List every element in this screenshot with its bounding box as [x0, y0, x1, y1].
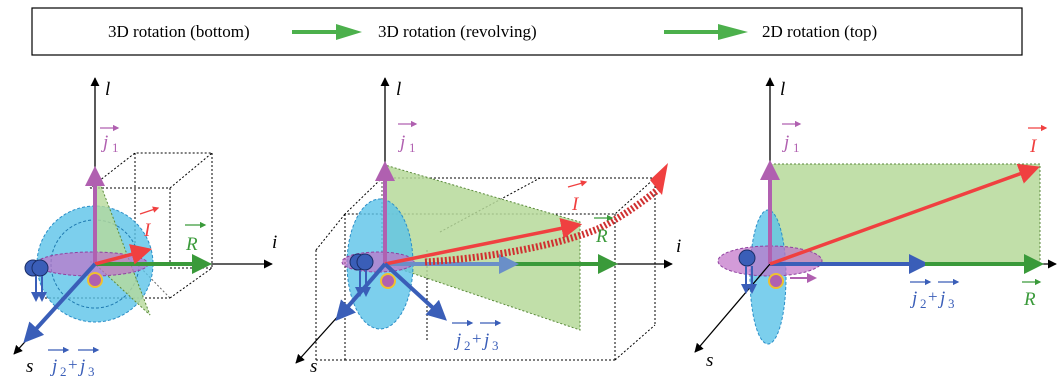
legend-arrow-2 — [664, 24, 748, 40]
panel-bottom: l i s j 1 I R j 2 + j 3 — [13, 77, 277, 379]
svg-text:j: j — [100, 132, 108, 153]
svg-text:1: 1 — [112, 140, 119, 155]
vector-j2-j3 — [383, 262, 447, 321]
spin-pair — [24, 259, 103, 302]
svg-text:j: j — [453, 330, 461, 351]
axis-i-label: i — [272, 232, 277, 253]
label-j2-j3: j 2 + j 3 — [909, 278, 960, 311]
svg-text:j: j — [909, 288, 917, 309]
svg-text:2: 2 — [920, 296, 927, 311]
axis-s-label: s — [26, 356, 33, 377]
label-R: R — [1022, 278, 1042, 310]
label-I: I — [139, 206, 160, 241]
svg-text:3: 3 — [492, 338, 499, 353]
label-R: R — [185, 221, 207, 255]
axis-i-label: i — [676, 236, 681, 257]
svg-text:j: j — [397, 132, 405, 153]
vector-I-revolving — [424, 185, 663, 266]
legend-arrow-1 — [292, 24, 362, 40]
svg-text:R: R — [185, 234, 198, 255]
svg-text:+: + — [68, 355, 78, 374]
vector-j2-j3 — [23, 262, 97, 343]
label-R: R — [594, 214, 614, 247]
panel-top: l s j 1 I R j 2 + j 3 — [694, 77, 1057, 371]
svg-text:R: R — [1023, 289, 1036, 310]
legend-stage2: 3D rotation (revolving) — [378, 22, 537, 41]
label-I: I — [567, 180, 588, 215]
svg-text:+: + — [928, 287, 938, 306]
label-j2-j3: j 2 + j 3 — [452, 319, 502, 353]
svg-text:I: I — [571, 194, 580, 215]
axis-s-label: s — [706, 350, 713, 371]
label-j1: j 1 — [397, 120, 418, 155]
svg-text:2: 2 — [464, 338, 471, 353]
vector-I — [94, 244, 153, 266]
svg-text:2: 2 — [60, 364, 67, 379]
axis-l-label: l — [780, 79, 785, 100]
svg-text:j: j — [49, 356, 57, 377]
axis-s-line — [694, 263, 771, 353]
spin-pair — [738, 249, 817, 294]
legend-frame — [31, 7, 1023, 56]
svg-text:1: 1 — [793, 140, 800, 155]
axis-l-label: l — [396, 79, 401, 100]
vector-I — [769, 163, 1040, 266]
svg-text:j: j — [77, 356, 85, 377]
svg-text:I: I — [143, 220, 152, 241]
panel-revolving: l i s j 1 I R j 2 + j 3 — [295, 77, 681, 377]
axis-l-label: l — [105, 79, 110, 100]
vector-I-revolving-head — [650, 163, 668, 195]
label-I: I — [1028, 124, 1048, 157]
axis-s-label: s — [310, 356, 317, 377]
green-plane — [94, 169, 151, 316]
green-plane — [384, 164, 581, 331]
svg-text:j: j — [937, 288, 945, 309]
svg-text:R: R — [595, 226, 608, 247]
svg-text:1: 1 — [409, 140, 416, 155]
legend: 3D rotation (bottom) 3D rotation (revolv… — [31, 7, 1023, 56]
label-j1: j 1 — [781, 120, 802, 155]
svg-text:j: j — [781, 132, 789, 153]
legend-stage3: 2D rotation (top) — [762, 22, 877, 41]
svg-text:3: 3 — [948, 296, 955, 311]
vector-I — [384, 218, 583, 266]
svg-text:I: I — [1029, 136, 1038, 157]
svg-text:+: + — [472, 329, 482, 348]
label-j1: j 1 — [100, 124, 120, 155]
dotted-box — [315, 177, 657, 361]
legend-stage1: 3D rotation (bottom) — [108, 22, 250, 41]
label-j2-j3: j 2 + j 3 — [48, 346, 100, 379]
svg-text:3: 3 — [88, 364, 95, 379]
svg-text:j: j — [481, 330, 489, 351]
spin-pair — [349, 253, 396, 297]
